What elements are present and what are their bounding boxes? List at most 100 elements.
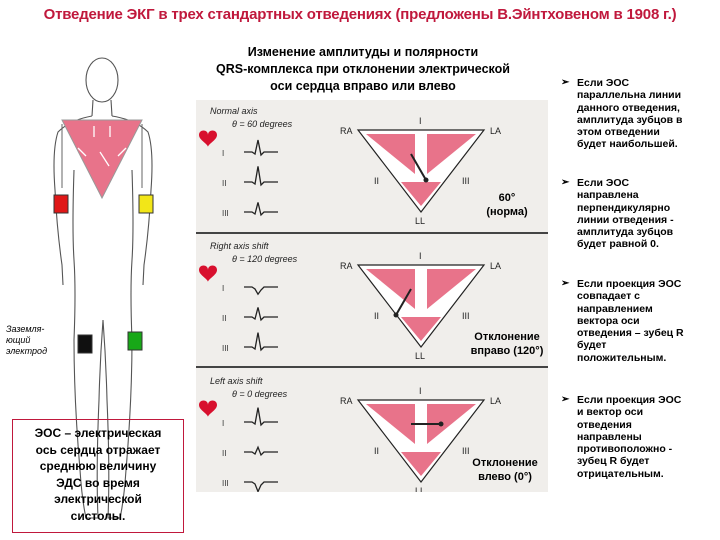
eos-definition-box: ЭОС – электрическая ось сердца отражает … [12,419,184,533]
lead-label: III [222,479,229,488]
panel-label-right-shift: Отклонение вправо (120°) [460,330,554,358]
panel-label-line: влево (0°) [478,471,532,483]
ecg-trace [244,481,278,492]
bullet-line: будет наибольшей. [577,138,678,151]
triangle-label-lead-i: I [419,251,422,261]
bullet-line: Если ЭОС [577,77,630,89]
page-title: Отведение ЭКГ в трех стандартных отведен… [43,6,677,23]
subtitle-line: QRS-комплекса при отклонении электрическ… [216,62,510,76]
diagram-subtitle: Изменение амплитуды и полярности QRS-ком… [188,44,538,95]
body-figure [53,57,154,519]
panels-background [196,100,548,492]
eos-box-line: систолы. [70,508,126,523]
bullet-arrow-icon: ➢ [561,394,570,405]
ecg-trace [244,407,278,427]
panel-heading: Right axis shift [210,241,269,251]
triangle-label-lead-i: I [419,386,422,396]
black-electrode [77,334,93,354]
triangle-sector [401,317,441,341]
subtitle-line: оси сердца вправо или влево [270,79,456,93]
triangle-sector [366,134,415,174]
triangle-sector [427,134,476,174]
bullet-line: линии отведения - [577,213,674,226]
bullet-line: совпадает с [577,290,640,303]
lead-label: II [222,449,226,458]
ecg-trace [244,202,278,217]
bullet-line: зубец R будет [577,455,650,468]
bullet-arrow-icon: ➢ [561,278,570,289]
triangle-sector [401,182,441,206]
lead-label: II [222,179,226,188]
panel-label-normal: 60° (норма) [462,191,552,219]
bullet-line: отрицательным. [577,467,664,480]
subtitle-line: Изменение амплитуды и полярности [247,45,479,59]
bullet-line: амплитуда зубцов в [577,113,683,126]
triangle-label-lead-ii: II [374,176,379,186]
triangle-label-lead-ii: II [374,311,379,321]
bullet-line: вектора оси [577,314,640,327]
triangle-label-lead-ii: II [374,446,379,456]
bullet-line: отведения [577,418,632,431]
eos-box-line: ЭОС – электрическая [34,426,162,440]
bullet-line: амплитуда зубцов [577,226,674,239]
eos-box-line: электрической [54,492,142,506]
bullet-line: перпендикулярно [577,201,671,214]
heart-icon [199,400,217,417]
bullet-arrow-icon: ➢ [561,77,570,88]
bullet-line: противоположно - [577,443,673,456]
yellow-electrode [138,194,154,214]
bullet-line: Если ЭОС [577,177,630,189]
einthoven-triangle [61,119,143,200]
lead-label: I [222,419,224,428]
panel-label-line: 60° [498,192,516,204]
axis-arrow-head [423,177,429,183]
triangle-label-ll: LL [415,351,425,361]
triangle-label-ll: LL [415,216,425,226]
bullet-line: параллельна линии [577,89,682,102]
bullet-line: данного отведения, [577,101,680,114]
lead-label: II [222,314,226,323]
panel-label-line: вправо (120°) [470,345,544,357]
triangle-label-ra: RA [340,261,353,271]
bullet-line: Если проекция ЭОС [577,278,682,290]
triangle-sector [427,404,476,444]
lead-label: I [222,149,224,158]
bullet-line: положительным. [577,351,667,364]
triangle-label-la: LA [490,396,501,406]
triangle-marks [77,126,127,167]
bullet-line: направлены [577,430,642,443]
axis-arrow [395,288,412,316]
theta-label: θ = 60 degrees [232,119,293,129]
triangle-label-lead-iii: III [462,446,470,456]
lead-label: III [222,344,229,353]
bullet-arrow-icon: ➢ [561,177,570,188]
bullet-line: отведения – зубец R [577,327,684,340]
bullet-line: будет равной 0. [577,238,659,251]
bullet-line: этом отведении [577,126,660,139]
ecg-trace [244,445,278,457]
triangle-label-lead-iii: III [462,176,470,186]
panel-label-line: Отклонение [474,331,540,343]
heart-icon [199,265,217,282]
lead-label: III [222,209,229,218]
axis-arrow-head [393,312,399,318]
ecg-trace [244,166,278,187]
panel-label-line: (норма) [486,206,528,218]
triangle-label-ra: RA [340,396,353,406]
bullet-line: Если проекция ЭОС [577,394,682,406]
green-electrode [127,331,143,351]
panel-heading: Normal axis [210,106,258,116]
triangle-label-ra: RA [340,126,353,136]
triangle-label-la: LA [490,126,501,136]
triangle-sector [366,269,415,309]
triangle-label-lead-i: I [419,116,422,126]
ground-electrode-label: Заземля-ющий электрод [6,324,48,356]
triangle-label-lead-iii: III [462,311,470,321]
eos-box-line: среднюю величину [39,459,157,473]
